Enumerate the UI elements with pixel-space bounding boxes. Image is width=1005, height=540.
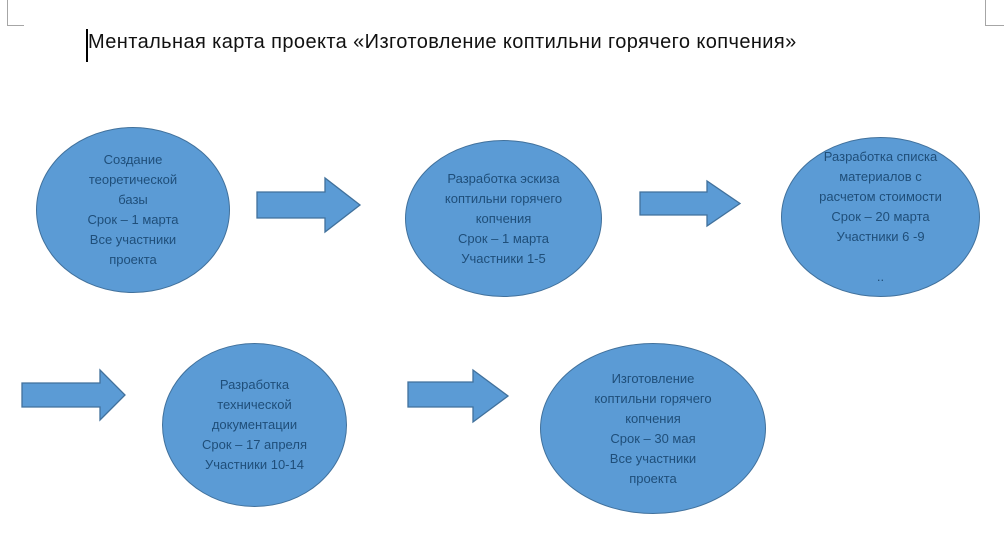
node-label: Разработка технической документации Срок… <box>202 377 307 472</box>
node-create-theoretical-base[interactable]: Создание теоретической базы Срок – 1 мар… <box>36 127 230 293</box>
arrow-right-icon[interactable] <box>408 370 508 422</box>
text-boundary-mark-top-right-horizontal <box>985 25 1004 26</box>
page-title[interactable]: Ментальная карта проекта «Изготовление к… <box>88 31 797 53</box>
node-label: Разработка списка материалов с расчетом … <box>819 149 942 284</box>
node-label: Создание теоретической базы Срок – 1 мар… <box>87 152 179 267</box>
node-label: Разработка эскиза коптильни горячего коп… <box>444 170 563 266</box>
text-boundary-mark-top-left-vertical <box>7 0 8 25</box>
node-smokehouse-production[interactable]: Изготовление коптильни горячего копчения… <box>540 343 766 514</box>
arrow-right-icon[interactable] <box>257 178 360 232</box>
arrow-shape <box>22 370 125 420</box>
arrow-right-icon[interactable] <box>22 370 125 420</box>
text-boundary-mark-top-right-vertical <box>985 0 986 25</box>
arrow-right-icon[interactable] <box>640 181 740 226</box>
arrow-shape <box>257 178 360 232</box>
node-sketch-development[interactable]: Разработка эскиза коптильни горячего коп… <box>405 140 602 297</box>
text-boundary-mark-top-left-horizontal <box>7 25 24 26</box>
arrow-shape <box>408 370 508 422</box>
node-label: Изготовление коптильни горячего копчения… <box>594 370 712 486</box>
node-technical-documentation[interactable]: Разработка технической документации Срок… <box>162 343 347 507</box>
text-cursor <box>86 29 88 62</box>
arrow-shape <box>640 181 740 226</box>
node-materials-list[interactable]: Разработка списка материалов с расчетом … <box>781 137 980 297</box>
